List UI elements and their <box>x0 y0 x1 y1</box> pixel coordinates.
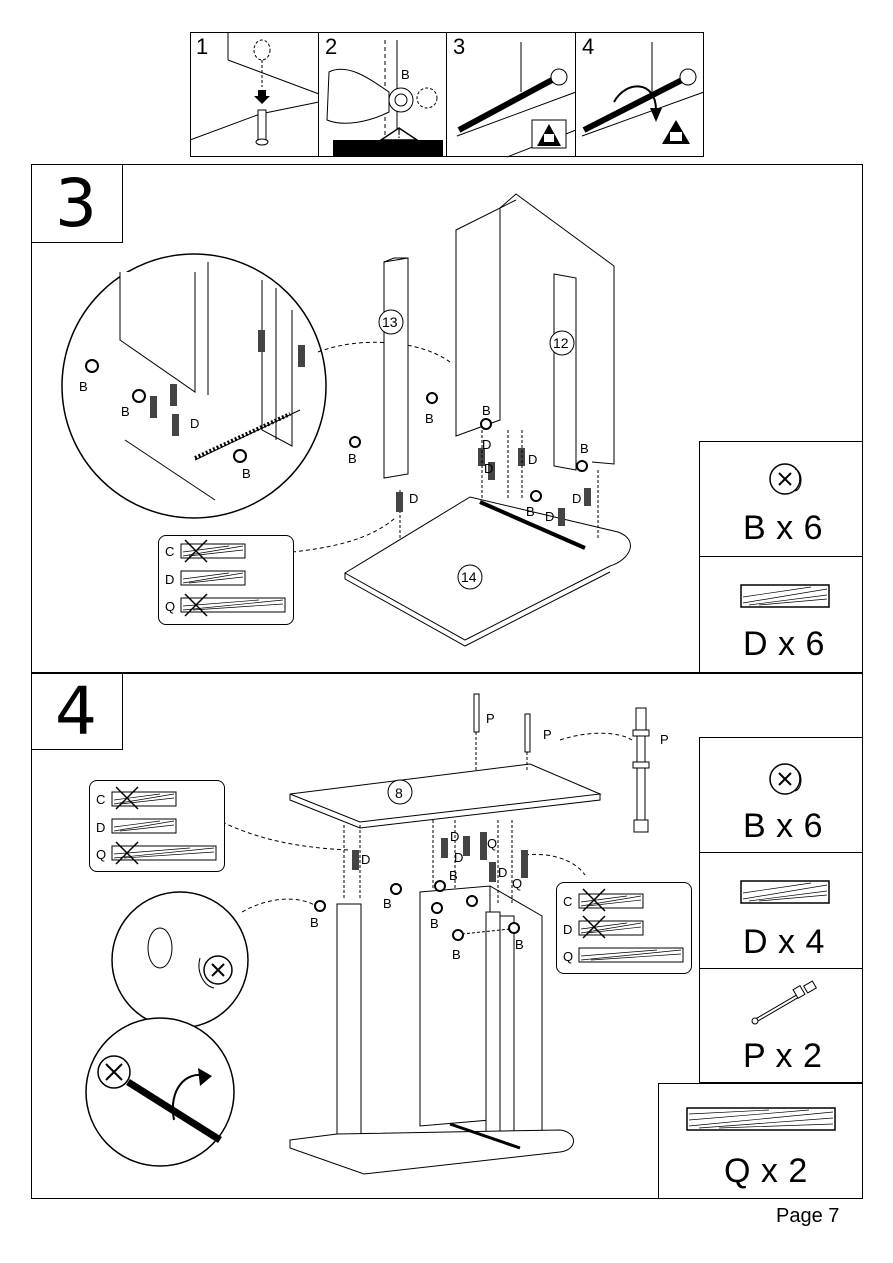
callout-label: B <box>515 937 524 952</box>
parts-item-label: D x 6 <box>743 625 825 663</box>
hardware-legend-left: C D Q <box>89 780 225 872</box>
step-4-number-box: 4 <box>31 673 123 750</box>
callout-label: B <box>452 947 461 962</box>
callout-label: B <box>526 504 535 519</box>
part-14-marker <box>457 564 483 590</box>
callout-label: B <box>482 403 491 418</box>
legend-letter: D <box>165 572 175 587</box>
screw-pin-icon <box>751 980 818 1025</box>
unlock-icon <box>544 134 554 142</box>
callout-label: D <box>361 852 371 867</box>
parts-item: B x 6 <box>699 441 863 557</box>
hardware-legend-right: C D Q <box>556 882 692 974</box>
detail-lock-circle <box>85 1017 235 1167</box>
parts-item: D x 4 <box>699 853 863 969</box>
hint-2-illustration: ! <box>326 40 443 157</box>
callout-label: Q <box>487 836 498 851</box>
callout-label: B <box>79 379 88 394</box>
callout-label: P <box>486 711 495 726</box>
callout-label: D <box>409 491 419 506</box>
callout-label: D <box>498 865 508 880</box>
parts-item: B x 6 <box>699 737 863 853</box>
hint-b-label: B <box>401 67 410 82</box>
hint-panel-3: 3 <box>447 32 577 158</box>
part-number-13: 13 <box>382 314 398 330</box>
callout-label: Q <box>512 876 523 891</box>
callout-label: D <box>528 452 538 467</box>
hint-3-illustration <box>456 42 577 158</box>
hint-number: 1 <box>196 34 209 59</box>
callout-label: B <box>430 916 439 931</box>
part-number-8: 8 <box>395 785 403 801</box>
hint-panel-2: 2 B ! <box>319 32 447 157</box>
parts-item-label: Q x 2 <box>724 1152 808 1190</box>
lock-icon <box>670 132 682 141</box>
callout-label: B <box>121 404 130 419</box>
step-number: 3 <box>55 165 97 242</box>
callout-label: D <box>545 509 555 524</box>
page-number: Page 7 <box>776 1205 840 1227</box>
legend-letter: C <box>165 544 175 559</box>
callout-label: B <box>449 868 458 883</box>
callout-label: B <box>425 411 434 426</box>
part-8-marker <box>387 779 413 805</box>
legend-letter: D <box>563 922 573 937</box>
hint-4-illustration <box>581 42 705 144</box>
hint-panel-4: 4 <box>576 32 705 157</box>
part-number-14: 14 <box>461 569 477 585</box>
part-number-12: 12 <box>553 335 569 351</box>
warning-icon: ! <box>397 127 402 141</box>
callout-label: B <box>348 451 357 466</box>
parts-item-label: D x 4 <box>743 923 825 961</box>
parts-item: D x 6 <box>699 557 863 673</box>
callout-label: P <box>660 732 669 747</box>
parts-item-label: B x 6 <box>743 509 823 547</box>
step-number: 4 <box>55 673 97 750</box>
callout-label: D <box>572 491 582 506</box>
legend-letter: D <box>96 820 106 835</box>
legend-letter: Q <box>165 599 176 614</box>
step-3-illustration <box>61 193 631 647</box>
legend-letter: C <box>563 894 573 909</box>
parts-item-label: P x 2 <box>743 1037 823 1075</box>
part-12-marker <box>549 330 575 356</box>
parts-item: P x 2 <box>699 969 863 1083</box>
legend-letter: Q <box>96 847 107 862</box>
parts-item-label: B x 6 <box>743 807 823 845</box>
callout-label: D <box>450 829 460 844</box>
hint-1-illustration <box>189 32 320 146</box>
hardware-legend: C D Q <box>158 535 294 625</box>
callout-label: B <box>383 896 392 911</box>
step-3-number-box: 3 <box>31 164 123 243</box>
part-13-marker <box>378 309 404 335</box>
callout-label: P <box>543 727 552 742</box>
legend-letter: Q <box>563 949 574 964</box>
hint-number: 3 <box>453 34 466 59</box>
step-4-parts-list <box>699 737 863 1083</box>
legend-letter: C <box>96 792 106 807</box>
hint-number: 2 <box>325 34 338 59</box>
callout-label: B <box>310 915 319 930</box>
callout-label: D <box>484 461 494 476</box>
callout-label: D <box>190 416 200 431</box>
callout-label: D <box>454 850 464 865</box>
callout-label: D <box>482 437 492 452</box>
hint-number: 4 <box>582 34 595 59</box>
callout-label: B <box>242 466 251 481</box>
hint-panel-1: 1 <box>189 32 320 157</box>
callout-label: B <box>580 441 589 456</box>
parts-item-q: Q x 2 <box>658 1083 863 1199</box>
